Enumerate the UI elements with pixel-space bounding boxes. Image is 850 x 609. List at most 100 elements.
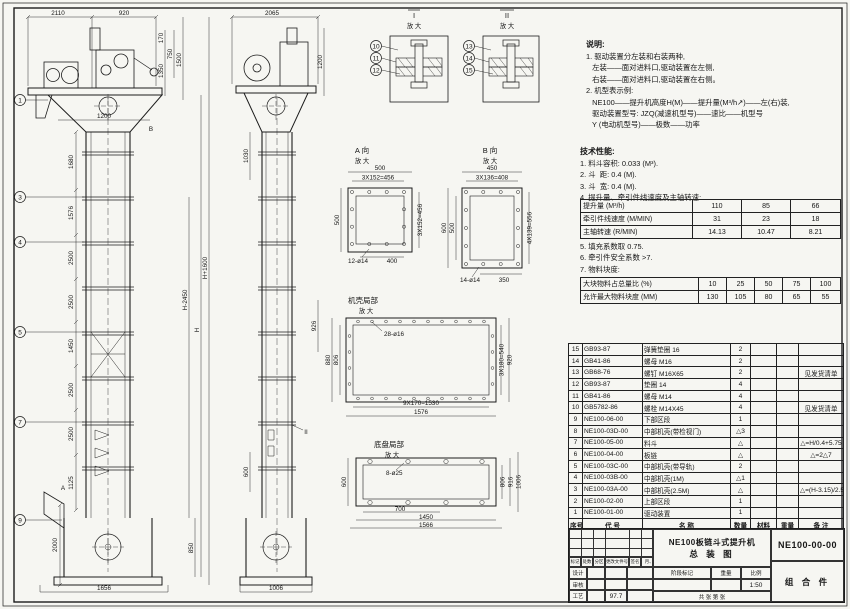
- spec-line: 6. 牵引件安全系数 >7.: [580, 253, 653, 263]
- bom-mat: [750, 506, 777, 520]
- balloon-4: [14, 236, 26, 248]
- bom-code: NE100-03A-00: [582, 483, 643, 496]
- bom-no: 3: [568, 483, 583, 496]
- spec-line: 3. 斗 宽: 0.4 (M).: [580, 181, 637, 191]
- bom-code: NE100-03C-00: [582, 459, 643, 473]
- front-dimension-labels: 2110 920 170 750 1350 1500 1200 1680 157…: [51, 10, 209, 592]
- detail-b: [447, 171, 530, 278]
- bom-name: 上部区段: [642, 494, 731, 508]
- revision-area: [569, 529, 653, 557]
- bom-wt: [776, 506, 799, 520]
- dim-b-500: 500: [449, 222, 456, 233]
- bom-wt: [776, 401, 799, 415]
- sign-role-check: 审核: [569, 578, 587, 591]
- bom-no: 13: [568, 366, 583, 380]
- dim-920: 920: [119, 10, 130, 17]
- dim-a-500-top: 500: [375, 165, 386, 172]
- balloon-11-label: 11: [373, 55, 380, 62]
- bom-qty: 2: [730, 343, 751, 356]
- dim-1656: 1656: [97, 585, 112, 592]
- bom-name: 弹簧垫圈 16: [642, 343, 731, 356]
- detail-i-subtitle: 放 大: [407, 21, 422, 30]
- balloon-12-label: 12: [372, 67, 380, 74]
- bom-qty: 2: [730, 459, 751, 473]
- bom-code: GB5782-86: [582, 401, 643, 415]
- bom-rem: [798, 413, 844, 426]
- bom-name: 螺母 M16: [642, 354, 731, 368]
- sign-date-process: 97.7: [605, 590, 627, 602]
- dim-2500d: 2500: [68, 427, 75, 442]
- title-block: 标记 处数 分区 更改文件号 签名 年、月、日 设计 审核 工艺 97.7 NE…: [568, 528, 845, 603]
- dim-1680: 1680: [68, 155, 75, 170]
- bom-name: 中部机壳(1M): [642, 471, 731, 485]
- sign-cell: [627, 578, 653, 591]
- scale-value: 1:50: [741, 579, 771, 591]
- bom-name: 料斗: [642, 436, 731, 450]
- motor: [43, 61, 79, 89]
- column-inner-walls: [90, 132, 126, 518]
- block-cell: 65: [782, 290, 811, 304]
- balloon-7-label: 7: [18, 419, 22, 426]
- bom-rem: [798, 494, 844, 508]
- bom-mat: [750, 378, 777, 391]
- note-line: 2. 机型表示例:: [586, 86, 634, 96]
- stage-value: [653, 579, 711, 591]
- bom-rem: △=H/0.4+5.75: [798, 436, 844, 450]
- weight-value: [711, 579, 741, 591]
- block-cell: 25: [726, 277, 755, 291]
- side-dimension-labels: 2065 1200 1030 926 600 1006 II: [243, 10, 324, 592]
- front-elevation: [27, 27, 164, 586]
- speed-cell: 8.21: [790, 225, 841, 239]
- balloon-9-label: 9: [18, 517, 22, 524]
- detail-ii-title: II: [505, 11, 509, 20]
- bom-mat: [750, 471, 777, 485]
- bom-rem: △=(H-3.15)/2.5: [798, 483, 844, 496]
- specs-heading: 技术性能:: [580, 147, 615, 156]
- speed-cell: 10.47: [741, 225, 791, 239]
- block-cell: 130: [698, 290, 727, 304]
- dim-b-556: 4X139=556: [527, 211, 534, 244]
- bom-qty: 2: [730, 354, 751, 368]
- dim-b-600: 600: [441, 222, 448, 233]
- head-platform: [27, 87, 163, 96]
- detail-ii-mark: II: [304, 429, 308, 436]
- bom-rem: [798, 459, 844, 473]
- drive-frame: [89, 27, 101, 51]
- dim-b-350: 350: [499, 277, 510, 284]
- bom-name: 驱动装置: [642, 506, 731, 520]
- balloon-14: [463, 52, 475, 64]
- bom-qty: 4: [730, 389, 751, 403]
- block-cell: 10: [698, 277, 727, 291]
- bom-no: 5: [568, 459, 583, 473]
- dim-casing-1576: 1576: [414, 409, 429, 416]
- rev-header-mark: 标记: [569, 557, 581, 567]
- bom-qty: △: [730, 483, 751, 496]
- bom-code: NE100-02-00: [582, 494, 643, 508]
- detail-casing: [331, 317, 510, 417]
- spec-line: 5. 填充系数取 0.75.: [580, 242, 644, 251]
- bom-qty: △: [730, 448, 751, 461]
- dim-h-plus: H+1600: [202, 256, 209, 279]
- sign-cell: [627, 567, 653, 579]
- dim-b-holes: 14-ø14: [460, 277, 480, 284]
- dim-base-916: 916: [508, 476, 515, 487]
- balloon-9: [14, 514, 26, 526]
- internal-guides: [90, 331, 126, 378]
- sheet-name: 总 装 图: [689, 548, 735, 559]
- bom-no: 2: [568, 494, 583, 508]
- spec-line: 7. 物料块度:: [580, 264, 620, 274]
- buckets: [94, 429, 110, 477]
- rev-header-zone: 分区: [593, 557, 605, 567]
- bom-wt: [776, 483, 799, 496]
- balloon-13-label: 13: [465, 43, 473, 50]
- dim-h: H: [194, 327, 201, 332]
- scale-label: 比例: [741, 567, 771, 579]
- bom-rem: [798, 389, 844, 403]
- rev-header-date: 年、月、日: [641, 557, 653, 567]
- dim-a-400: 400: [387, 258, 398, 265]
